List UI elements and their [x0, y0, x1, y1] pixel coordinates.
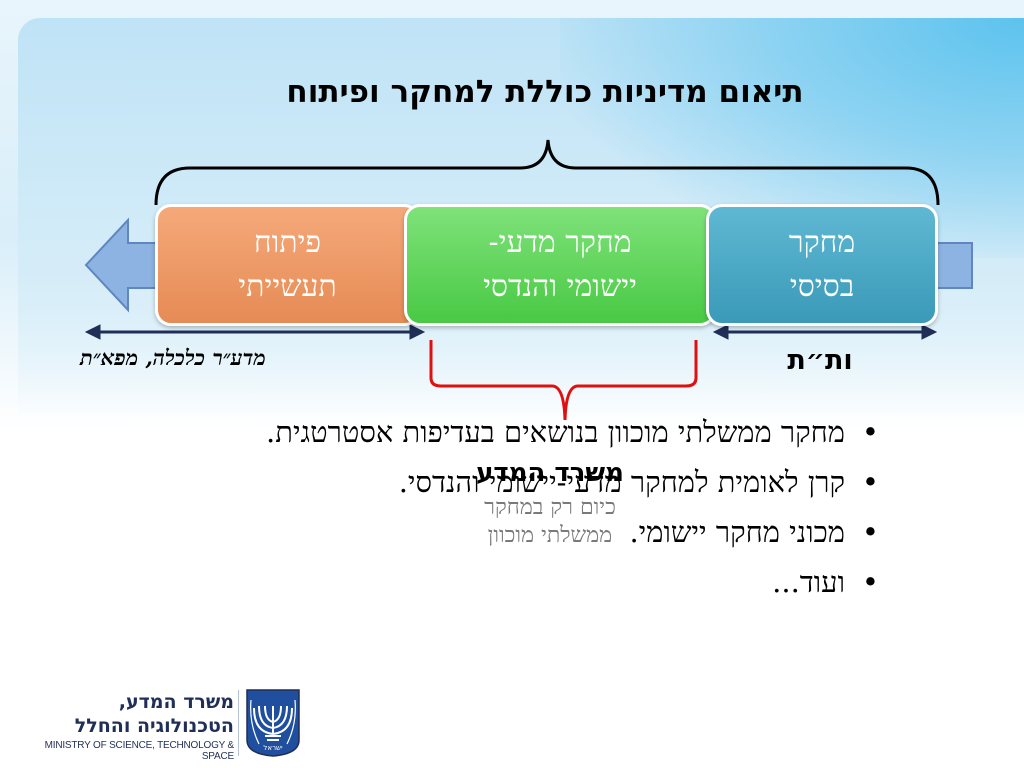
right-range-label: ות״ת: [787, 345, 853, 376]
emblem-label: ישראל: [263, 744, 283, 752]
bullet-item: ועוד...: [100, 562, 879, 602]
slide-title: תיאום מדיניות כוללת למחקר ופיתוח: [286, 74, 804, 110]
footer-hebrew-line2: הטכנולוגיה והחלל: [74, 715, 234, 737]
red-bracket: [429, 340, 698, 421]
box-industrial-development-line2: תעשייתי: [238, 269, 337, 304]
bullet-item: מכוני מחקר יישומי.: [100, 512, 879, 552]
box-basic-research-line2: בסיסי: [789, 269, 855, 304]
footer-english-name: MINISTRY OF SCIENCE, TECHNOLOGY & SPACE: [44, 740, 235, 762]
bullet-item: קרן לאומית למחקר מדעי-יישומי והנדסי.: [100, 462, 879, 502]
left-range-arrow: [84, 324, 426, 340]
right-range-arrow: [712, 324, 938, 340]
footer-hebrew-line1: משרד המדע,: [118, 691, 234, 713]
box-industrial-development-line1: פיתוח: [253, 225, 322, 260]
box-applied-research: מחקר מדעי- יישומי והנדסי: [404, 204, 716, 326]
box-applied-research-line1: מחקר מדעי-: [488, 225, 632, 260]
bullet-list: מחקר ממשלתי מוכוון בנושאים בעדיפות אסטרט…: [100, 412, 879, 612]
left-range-label: מדע״ר כלכלה, מפא״ת: [80, 345, 266, 370]
top-brace: [154, 139, 940, 206]
footer-ministry-name: משרד המדע, הטכנולוגיה והחלל MINISTRY OF …: [14, 690, 235, 762]
box-basic-research: מחקר בסיסי: [706, 204, 938, 326]
state-emblem-icon: ישראל: [246, 689, 300, 757]
box-applied-research-line2: יישומי והנדסי: [483, 269, 637, 304]
box-basic-research-line1: מחקר: [788, 225, 856, 260]
bullet-item: מחקר ממשלתי מוכוון בנושאים בעדיפות אסטרט…: [100, 412, 879, 452]
footer-divider: [238, 690, 239, 756]
box-industrial-development: פיתוח תעשייתי: [155, 204, 420, 326]
